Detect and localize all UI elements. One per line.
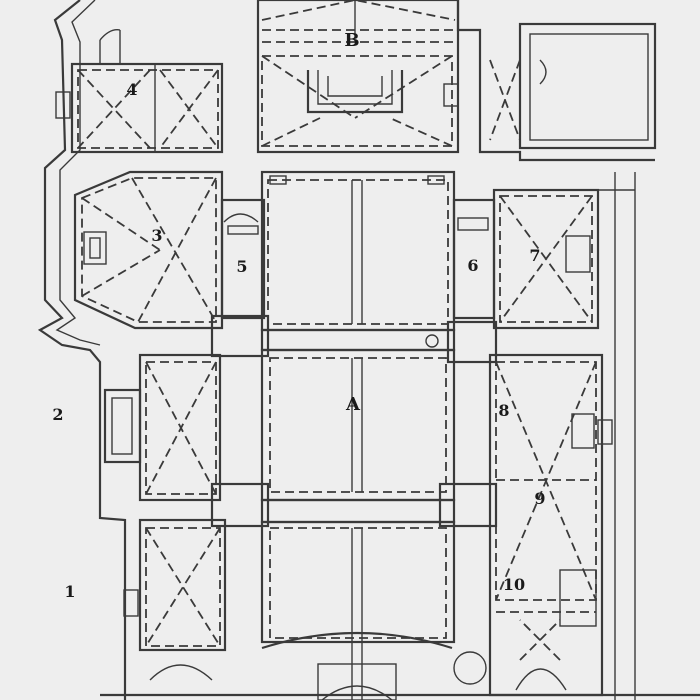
top-right-rooms <box>443 0 657 162</box>
room-7 <box>492 172 636 700</box>
room-4 <box>55 29 224 154</box>
room-B <box>256 0 460 154</box>
label-5: 5 <box>236 257 247 276</box>
label-A: A <box>345 394 361 415</box>
nave-A <box>260 170 456 700</box>
label-B: B <box>344 30 359 51</box>
room-5 <box>220 198 266 320</box>
label-1: 1 <box>64 582 75 601</box>
left-aisle <box>103 353 227 681</box>
label-10: 10 <box>503 575 525 594</box>
label-8: 8 <box>498 401 509 420</box>
entrance <box>100 631 700 700</box>
room-3 <box>73 170 224 330</box>
outer-wall-left <box>37 0 127 700</box>
label-3: 3 <box>151 226 162 245</box>
label-6: 6 <box>467 256 478 275</box>
label-2: 2 <box>52 405 63 424</box>
label-9: 9 <box>534 489 545 508</box>
label-7: 7 <box>529 246 540 265</box>
plan-labels: B A 1 2 3 4 5 6 7 8 9 10 <box>52 30 545 601</box>
label-4: 4 <box>126 80 137 99</box>
